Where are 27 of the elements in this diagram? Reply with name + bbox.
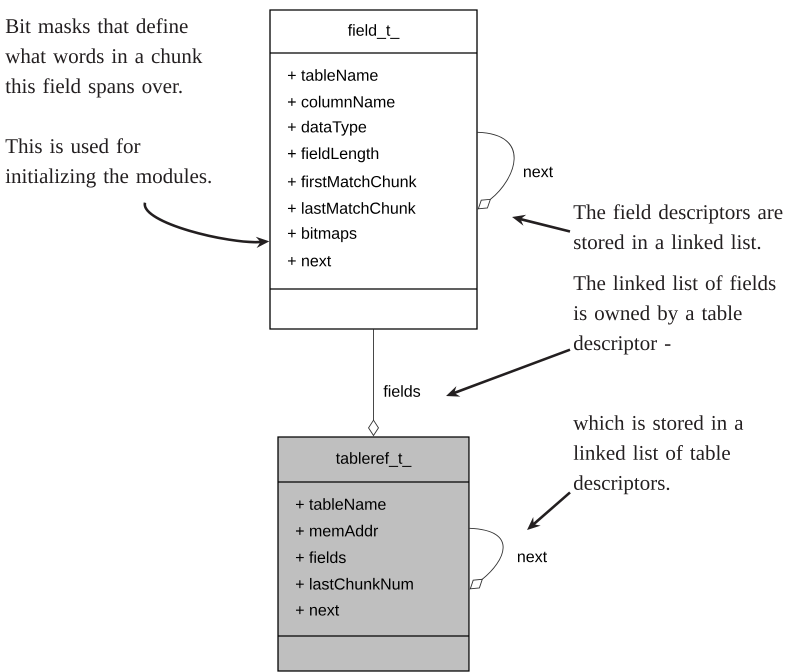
edge-label: next bbox=[516, 550, 548, 564]
member-text: + next bbox=[288, 256, 332, 266]
association-line bbox=[469, 528, 504, 590]
note-text: This is used for initializing the modules. bbox=[6, 138, 211, 188]
member-text: + tableName bbox=[296, 498, 386, 510]
member-text: + columnName bbox=[288, 96, 394, 108]
member-text: + lastChunkNum bbox=[296, 578, 413, 590]
edge-label: next bbox=[522, 166, 554, 178]
edge-label: fields bbox=[382, 384, 422, 398]
note-text: The field descriptors are stored in a linked list. bbox=[574, 204, 782, 250]
note-text: Bit masks that define what words in a chunk this field spans over. bbox=[5, 18, 202, 98]
class-name: field_t_ bbox=[348, 24, 400, 39]
member-text: + next bbox=[296, 605, 340, 616]
member-text: + firstMatchChunk bbox=[288, 176, 417, 188]
member-text: + dataType bbox=[288, 120, 366, 136]
class-name: tableref_t_ bbox=[336, 452, 412, 467]
note-text: which is stored in a linked list of table descriptors. bbox=[573, 415, 744, 494]
member-text: + fields bbox=[296, 551, 346, 564]
note-text: The linked list of fields is owned by a table descriptor - bbox=[574, 275, 776, 354]
member-text: + lastMatchChunk bbox=[288, 202, 416, 214]
member-text: + fieldLength bbox=[288, 147, 378, 162]
member-text: + bitmaps bbox=[288, 227, 356, 242]
association-line bbox=[477, 132, 515, 210]
class-box bbox=[277, 436, 470, 672]
member-text: + memAddr bbox=[296, 524, 378, 536]
class-box bbox=[269, 9, 478, 330]
member-text: + tableName bbox=[288, 69, 378, 81]
